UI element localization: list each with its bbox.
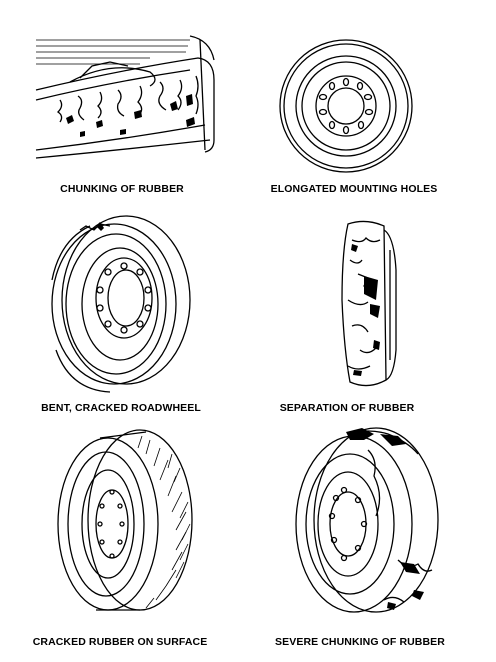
roadwheel-front-view-icon	[279, 39, 413, 173]
panel-cracked-rubber-on-surface: CRACKED RUBBER ON SURFACE	[0, 420, 248, 662]
roadwheel-cracked-tread-icon	[57, 429, 193, 611]
panel-separation-of-rubber: SEPARATION OF RUBBER	[248, 200, 496, 420]
caption-chunking-of-rubber: CHUNKING OF RUBBER	[60, 183, 184, 195]
caption-bent-cracked-roadwheel: BENT, CRACKED ROADWHEEL	[41, 402, 201, 414]
panel-elongated-mounting-holes: ELONGATED MOUNTING HOLES	[248, 0, 496, 200]
caption-separation-of-rubber: SEPARATION OF RUBBER	[279, 402, 415, 414]
caption-elongated-mounting-holes: ELONGATED MOUNTING HOLES	[270, 183, 438, 195]
panel-severe-chunking-of-rubber: SEVERE CHUNKING OF RUBBER	[248, 420, 496, 662]
roadwheel-bent-icon	[51, 215, 191, 393]
caption-severe-chunking-of-rubber: SEVERE CHUNKING OF RUBBER	[275, 636, 445, 648]
panel-chunking-of-rubber: CHUNKING OF RUBBER	[0, 0, 248, 200]
roadwheel-severe-chunking-icon	[295, 427, 439, 613]
caption-cracked-rubber-on-surface: CRACKED RUBBER ON SURFACE	[32, 636, 208, 648]
panel-bent-cracked-roadwheel: BENT, CRACKED ROADWHEEL	[0, 200, 248, 420]
tire-edge-separation-icon	[341, 220, 397, 387]
tire-segment-chunking-icon	[35, 35, 215, 159]
